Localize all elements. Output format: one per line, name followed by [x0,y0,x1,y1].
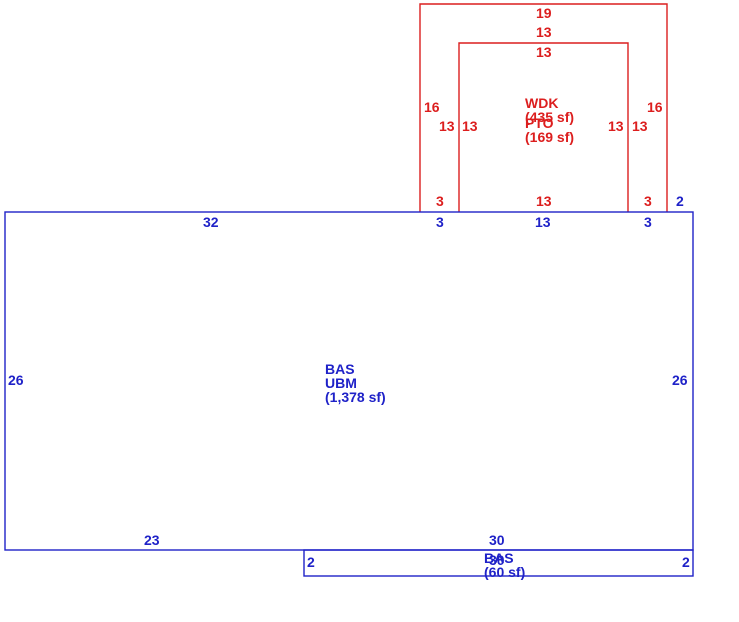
outer-deck-top-dim: 19 [536,5,552,21]
inner-patio-left-dim-a: 13 [439,118,455,134]
small-left-dim: 2 [307,554,315,570]
main-top-right-dim: 2 [676,193,684,209]
main-bottom-left-dim: 23 [144,532,160,548]
small-top-dim: 30 [489,552,505,568]
main-area-size: (1,378 sf) [325,389,386,405]
main-area-label-1: BAS [325,361,355,377]
main-bottom-right-dim: 30 [489,532,505,548]
outer-deck-area: (435 sf) [525,109,574,125]
outer-deck-outline [419,3,668,212]
small-area-size: (60 sf) [484,564,525,580]
small-area-outline [303,549,694,577]
inner-patio-bottom-dim: 13 [536,193,552,209]
inner-patio-outline [458,42,629,212]
inner-patio-area: (169 sf) [525,129,574,145]
main-top-mid-a-dim: 3 [436,214,444,230]
outer-deck-label: WDK [525,95,558,111]
inner-patio-right-dim-b: 13 [632,118,648,134]
outer-deck-bottom-left-dim: 3 [436,193,444,209]
inner-patio-label: PTO [525,115,554,131]
inner-patio-top-inner-dim: 13 [536,44,552,60]
main-area-label-2: UBM [325,375,357,391]
outer-deck-left-dim: 16 [424,99,440,115]
inner-patio-right-dim-a: 13 [608,118,624,134]
main-top-mid-b-dim: 13 [535,214,551,230]
inner-patio-top-outer-dim: 13 [536,24,552,40]
outer-deck-bottom-right-dim: 3 [644,193,652,209]
outer-deck-right-dim: 16 [647,99,663,115]
main-left-dim: 26 [8,372,24,388]
main-right-dim: 26 [672,372,688,388]
main-top-left-dim: 32 [203,214,219,230]
small-right-dim: 2 [682,554,690,570]
main-top-mid-c-dim: 3 [644,214,652,230]
small-area-label: BAS [484,550,514,566]
inner-patio-left-dim-b: 13 [462,118,478,134]
